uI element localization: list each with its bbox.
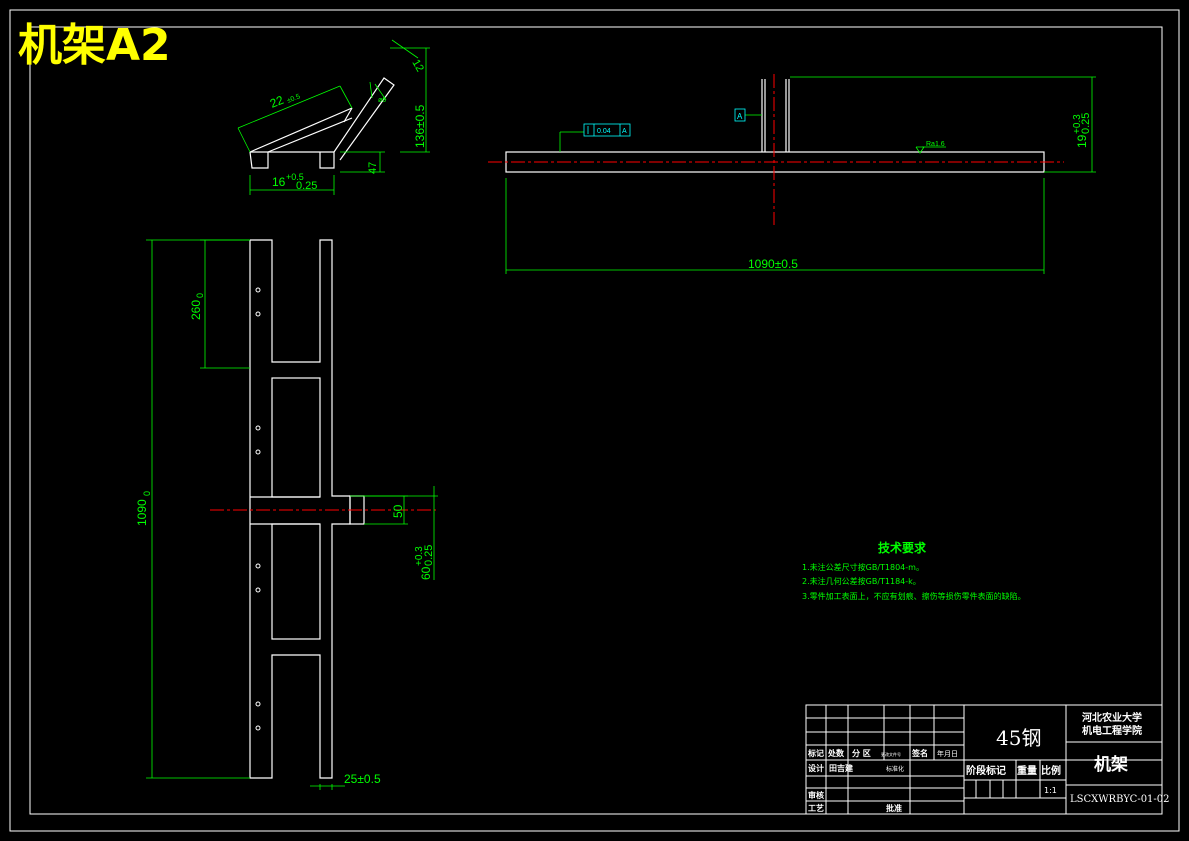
plan-segment-tol: 0 [195, 293, 205, 298]
plan-center-dim: 60 [419, 566, 433, 580]
title-block [805, 704, 1163, 815]
plan-holes [255, 287, 261, 731]
side-top-dim: 12 [409, 58, 426, 75]
side-view [249, 77, 395, 169]
plan-view-dims [146, 239, 438, 790]
plan-bottom-dim: 25±0.5 [344, 772, 381, 786]
approve-label: 批准 [886, 803, 902, 813]
row-label: 分 区 [852, 748, 871, 758]
side-width-tol-lower: 0.25 [296, 180, 317, 192]
side-height-dim: 136±0.5 [413, 104, 427, 148]
side-length-tol: ±0.5 [286, 93, 301, 105]
front-height-dim: 19 [1075, 134, 1089, 148]
geo-tol-datum: A [622, 128, 627, 135]
plan-center-tol-upper: +0.3 [414, 546, 425, 566]
std-label: 标准化 [886, 765, 904, 773]
row-label: 处数 [827, 748, 845, 758]
part-name: 机架 [1094, 754, 1128, 775]
drawing-number: LSCXWRBYC-01-02 [1070, 794, 1170, 805]
plan-total-length-tol: 0 [142, 491, 152, 496]
material-label: 45钢 [996, 726, 1041, 750]
front-view-dims [505, 76, 1096, 274]
plan-view [249, 239, 365, 779]
row-label: 标记 [807, 748, 824, 758]
row-label: 更改文件号 [881, 751, 901, 757]
side-hole-dim: ø6 [378, 97, 386, 104]
sheet-title: 机架A2 [18, 20, 171, 71]
side-width-dim: 16 [272, 175, 286, 189]
ratio-label: 比例 [1041, 764, 1061, 777]
design-label: 设计 [808, 763, 824, 773]
geo-tol-value: 0.04 [597, 128, 611, 135]
outer-frame [9, 9, 1180, 832]
front-height-tol-upper: +0.3 [1072, 114, 1083, 134]
tech-req-item: 2.未注几何公差按GB/T1184-k。 [802, 576, 921, 586]
review-label: 审核 [808, 790, 824, 800]
row-label: 年月日 [937, 749, 958, 758]
front-height-tol-lower: 0.25 [1080, 113, 1092, 134]
plan-center-tol-lower: 0.25 [423, 545, 435, 566]
side-length-dim: 22 [268, 93, 286, 111]
datum-label: A [737, 112, 743, 121]
scale-value: 1:1 [1044, 786, 1057, 795]
roughness-label: Ra1.6 [926, 141, 945, 148]
row-label: 签名 [911, 748, 928, 758]
inner-frame [29, 26, 1163, 815]
process-label: 工艺 [808, 803, 824, 813]
plan-total-length: 1090 [135, 499, 149, 526]
plan-bar-width: 50 [391, 504, 405, 518]
school-line1: 河北农业大学 [1082, 711, 1142, 724]
front-length-dim: 1090±0.5 [748, 257, 798, 271]
stage-label: 阶段标记 [966, 764, 1006, 777]
weight-label: 重量 [1017, 764, 1037, 777]
plan-segment-length: 260 [189, 300, 203, 320]
side-view-dims [237, 39, 430, 195]
school-line2: 机电工程学院 [1082, 724, 1142, 737]
tech-req-item: 1.未注公差尺寸按GB/T1804-m。 [802, 562, 924, 572]
tech-req-title: 技术要求 [878, 540, 927, 555]
designer-name: 田吉建 [829, 763, 854, 773]
tech-req-item: 3.零件加工表面上，不应有划痕、擦伤等损伤零件表面的缺陷。 [802, 591, 1026, 601]
front-centerlines [488, 74, 1064, 225]
geo-tol-frame [583, 108, 746, 137]
side-small-dim: 47 [367, 162, 379, 174]
side-width-tol-upper: +0.5 [286, 172, 304, 182]
